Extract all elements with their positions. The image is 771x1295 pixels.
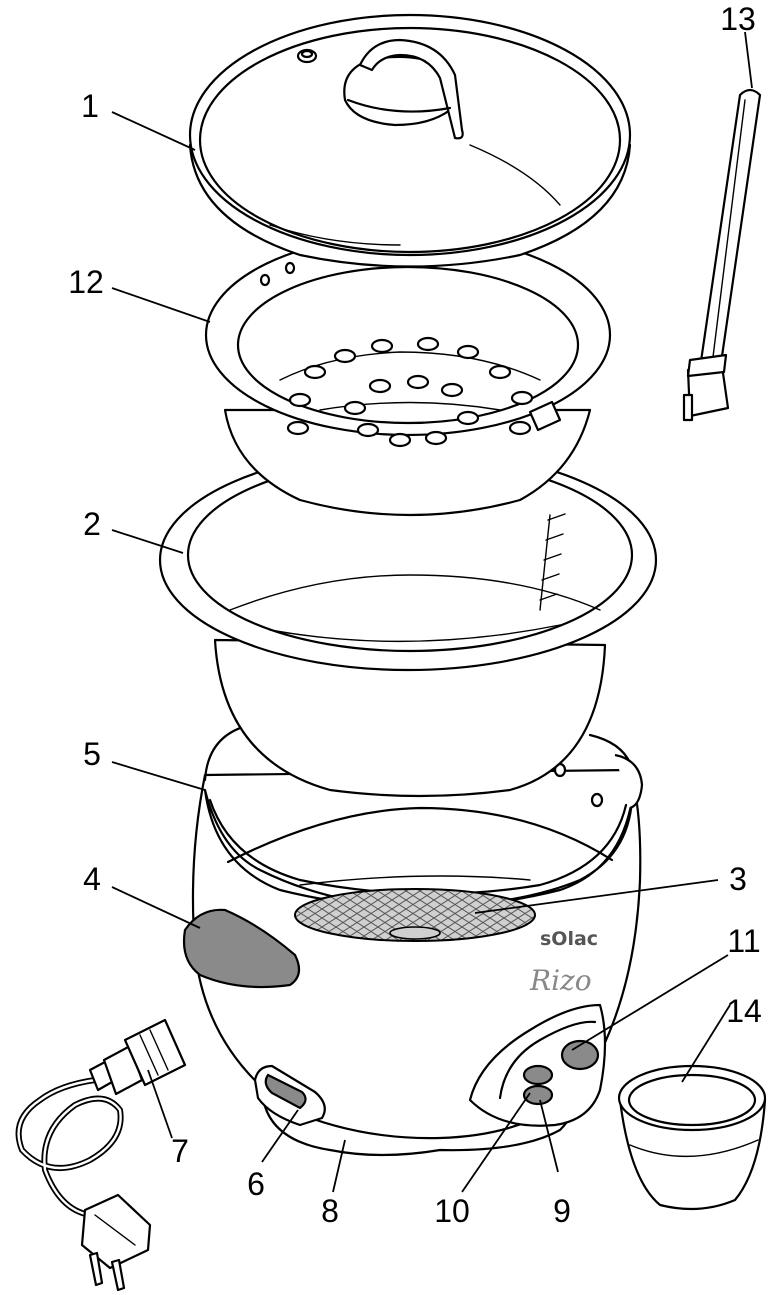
callout-9: 9 bbox=[553, 1193, 571, 1229]
callout-14: 14 bbox=[726, 993, 762, 1029]
measuring-scale bbox=[539, 513, 566, 611]
callout-1: 1 bbox=[81, 88, 99, 124]
power-switch bbox=[253, 1064, 326, 1127]
brand-logo: sOlac bbox=[540, 928, 598, 950]
spatula bbox=[682, 88, 762, 422]
callout-5: 5 bbox=[83, 736, 101, 772]
callout-4: 4 bbox=[83, 861, 101, 897]
body-chamber bbox=[203, 788, 634, 910]
heating-plate bbox=[294, 888, 536, 942]
lid-knob bbox=[343, 38, 464, 140]
control-panel bbox=[468, 1003, 607, 1127]
callout-11: 11 bbox=[727, 923, 760, 959]
callout-8: 8 bbox=[321, 1193, 339, 1229]
callout-7: 7 bbox=[171, 1133, 189, 1169]
model-logo: Rizo bbox=[529, 964, 592, 997]
measuring-cup bbox=[617, 1064, 767, 1211]
glass-lid bbox=[188, 13, 632, 268]
callout-12: 12 bbox=[68, 264, 104, 300]
steamer-basket bbox=[204, 233, 612, 517]
callout-3: 3 bbox=[729, 861, 747, 897]
callout-6: 6 bbox=[247, 1166, 265, 1202]
callout-13: 13 bbox=[720, 1, 756, 37]
cook-lever bbox=[560, 1039, 600, 1071]
leader-lines bbox=[111, 31, 753, 1193]
basket-holes bbox=[286, 336, 534, 448]
warm-light bbox=[522, 1084, 554, 1106]
cook-light bbox=[522, 1064, 554, 1086]
power-cord bbox=[15, 1018, 187, 1292]
callout-labels: 1 12 2 5 4 3 11 14 13 7 6 8 10 9 bbox=[68, 1, 762, 1229]
callout-10: 10 bbox=[434, 1193, 470, 1229]
side-handle bbox=[182, 908, 301, 989]
callout-2: 2 bbox=[83, 506, 101, 542]
